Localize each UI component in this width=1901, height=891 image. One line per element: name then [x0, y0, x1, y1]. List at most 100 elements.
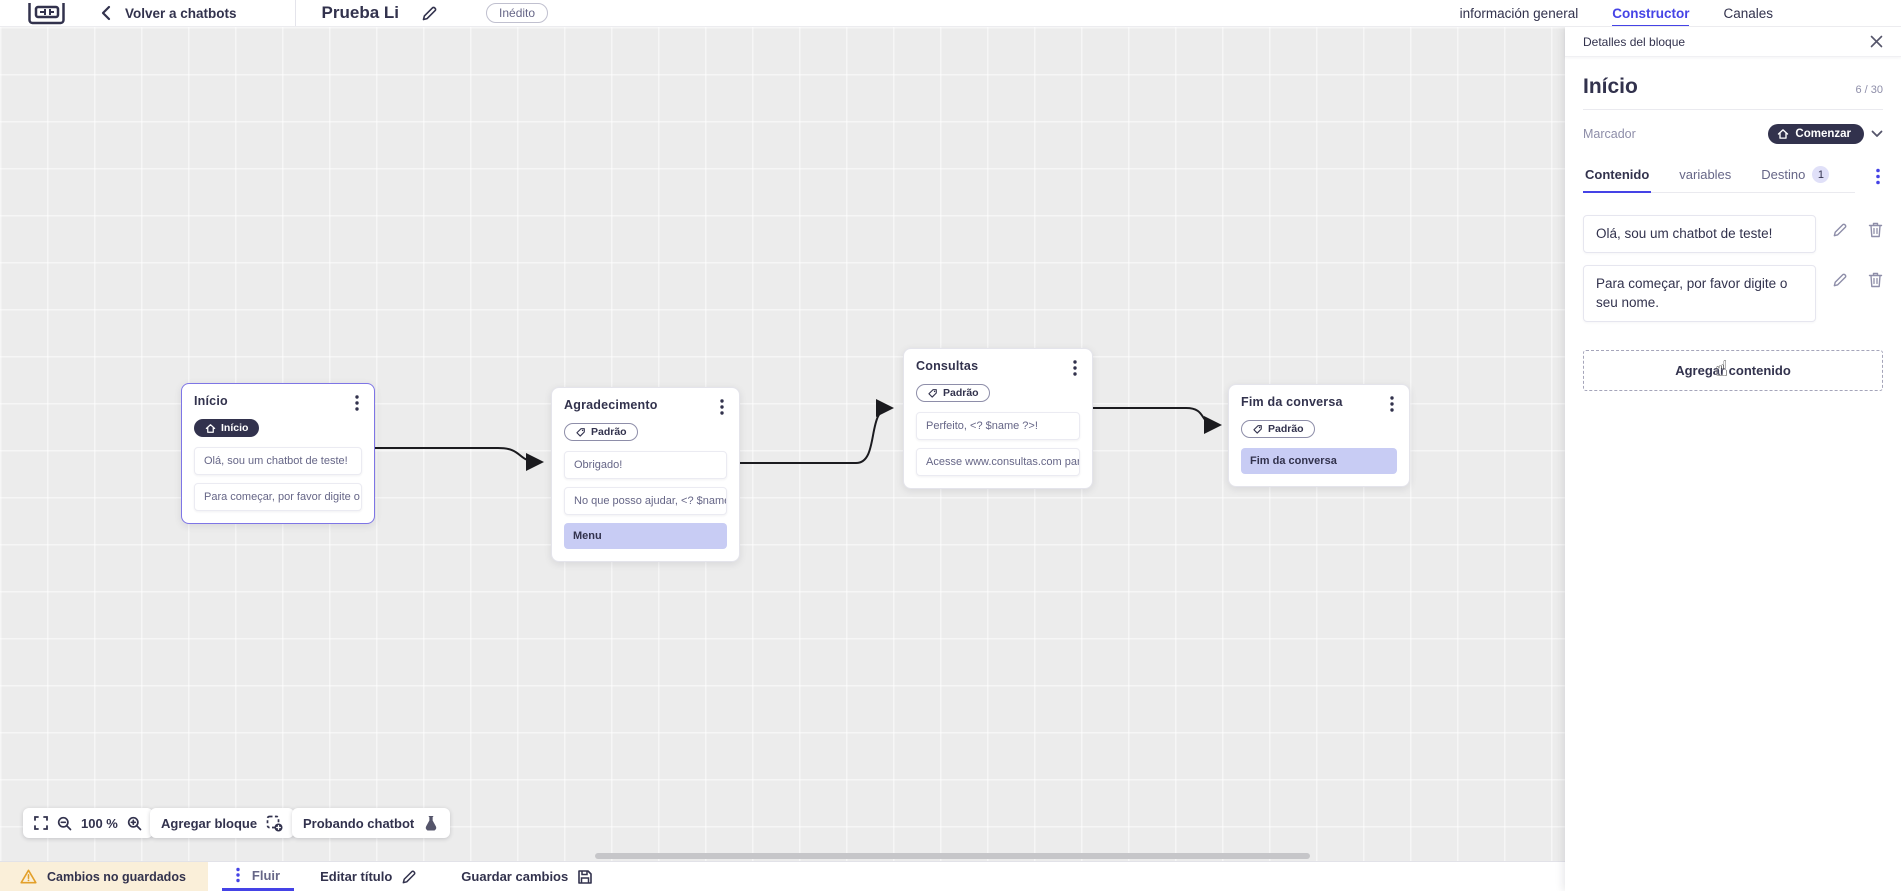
add-content-button[interactable]: Agregar contenido	[1583, 349, 1883, 391]
add-block-button[interactable]: Agregar bloque	[150, 808, 295, 838]
marker-pill: Comenzar	[1768, 124, 1864, 144]
block-action-end[interactable]: Fim da conversa	[1241, 447, 1397, 474]
badge-label: Padrão	[1268, 423, 1304, 435]
save-changes-label: Guardar cambios	[461, 869, 569, 884]
block-message[interactable]: Obrigado!	[564, 450, 727, 479]
chevron-down-icon	[1871, 130, 1883, 138]
save-floppy-icon	[577, 869, 593, 885]
block-marker-badge: Início	[194, 419, 260, 437]
app-logo-icon[interactable]	[28, 1, 68, 25]
test-chatbot-button[interactable]: Probando chatbot	[292, 808, 451, 838]
trash-icon[interactable]	[1868, 272, 1883, 288]
close-icon[interactable]	[1870, 35, 1883, 48]
tab-contenido[interactable]: Contenido	[1583, 160, 1652, 193]
zoom-out-icon[interactable]	[57, 816, 72, 831]
back-to-chatbots[interactable]: Volver a chatbots	[100, 5, 237, 21]
tab-fluir[interactable]: Fluir	[221, 862, 295, 891]
flow-block-consultas[interactable]: Consultas Padrão Perfeito, <? $name ?>! …	[903, 348, 1093, 490]
tab-variables[interactable]: variables	[1677, 160, 1733, 192]
tab-informacion-general[interactable]: información general	[1459, 6, 1579, 21]
content-actions	[1832, 265, 1883, 288]
tab-constructor[interactable]: Constructor	[1612, 0, 1690, 26]
block-title: Fim da conversa	[1241, 395, 1343, 409]
flow-block-fim-da-conversa[interactable]: Fim da conversa Padrão Fim da conversa	[1228, 384, 1410, 487]
save-changes-button[interactable]: Guardar cambios	[461, 862, 593, 891]
chevron-left-icon	[100, 5, 111, 21]
block-title: Consultas	[916, 359, 979, 373]
block-title: Agradecimento	[564, 398, 658, 412]
flow-tab-label: Fluir	[251, 867, 281, 883]
unsaved-label: Cambios no guardados	[47, 869, 186, 884]
badge-label: Padrão	[591, 426, 627, 438]
block-details-panel: Detalles del bloque Início 6 / 30 Marcad…	[1565, 27, 1901, 891]
flask-icon	[423, 815, 439, 831]
panel-tabs: Contenido variables Destino 1	[1583, 160, 1855, 193]
panel-title: Detalles del bloque	[1583, 34, 1686, 49]
zoom-toolbar: 100 %	[23, 808, 153, 838]
main-nav-tabs: información general Constructor Canales	[1459, 0, 1773, 26]
panel-body: Início 6 / 30 Marcador Comenzar	[1565, 57, 1901, 891]
test-chatbot-label: Probando chatbot	[303, 815, 415, 831]
block-marker-badge: Padrão	[916, 384, 990, 402]
pencil-icon	[401, 869, 417, 885]
marker-select[interactable]: Comenzar	[1768, 124, 1883, 144]
status-bar: Cambios no guardados Fluir Editar título…	[0, 861, 1565, 891]
edit-title-pencil-icon[interactable]	[421, 5, 438, 22]
panel-tabs-row: Contenido variables Destino 1	[1583, 160, 1883, 193]
content-item-row: Para começar, por favor digite o seu nom…	[1583, 264, 1883, 322]
flow-block-inicio[interactable]: Início Início Olá, sou um chatbot de tes…	[181, 383, 375, 525]
kebab-menu-icon[interactable]	[236, 867, 240, 883]
badge-label: Padrão	[943, 387, 979, 399]
content-text[interactable]: Para começar, por favor digite o seu nom…	[1583, 264, 1816, 322]
home-icon	[1777, 128, 1789, 140]
tab-label: variables	[1679, 167, 1732, 182]
flow-canvas[interactable]: Início Início Olá, sou um chatbot de tes…	[0, 27, 1565, 861]
block-message[interactable]: Para começar, por favor digite o ...	[194, 482, 362, 512]
status-badge: Inédito	[486, 3, 549, 23]
block-name-field[interactable]: Início 6 / 30	[1583, 61, 1883, 110]
marker-row: Marcador Comenzar	[1583, 124, 1883, 144]
block-menu-icon[interactable]	[352, 394, 362, 412]
block-menu-icon[interactable]	[1070, 359, 1080, 377]
badge-label: Início	[221, 422, 249, 434]
tab-label: Destino	[1761, 167, 1806, 182]
panel-tabs-menu-icon[interactable]	[1873, 168, 1883, 185]
trash-icon[interactable]	[1868, 222, 1883, 238]
tag-icon	[927, 388, 938, 399]
block-name: Início	[1583, 75, 1638, 98]
tab-label: Contenido	[1585, 166, 1650, 182]
canvas-horizontal-scrollbar[interactable]	[595, 853, 1310, 859]
name-char-counter: 6 / 30	[1855, 84, 1883, 96]
tab-canales[interactable]: Canales	[1723, 6, 1773, 21]
block-message[interactable]: Perfeito, <? $name ?>!	[916, 411, 1080, 440]
zoom-in-icon[interactable]	[127, 816, 142, 831]
block-marker-badge: Padrão	[564, 423, 638, 441]
flow-connectors	[375, 399, 1222, 471]
edit-title-button[interactable]: Editar título	[320, 862, 417, 891]
tab-destino[interactable]: Destino 1	[1759, 160, 1831, 192]
back-label: Volver a chatbots	[125, 5, 237, 21]
block-message[interactable]: No que posso ajudar, <? $name ...	[564, 486, 727, 516]
edit-pencil-icon[interactable]	[1832, 222, 1848, 238]
block-menu-icon[interactable]	[1387, 395, 1397, 413]
zoom-level: 100 %	[81, 815, 118, 831]
block-message[interactable]: Acesse www.consultas.com par...	[916, 447, 1080, 477]
content-text[interactable]: Olá, sou um chatbot de teste!	[1583, 215, 1816, 253]
block-menu-icon[interactable]	[717, 398, 727, 416]
home-icon	[205, 423, 216, 434]
destino-count-badge: 1	[1812, 166, 1830, 183]
block-message[interactable]: Olá, sou um chatbot de teste!	[194, 446, 362, 475]
canvas-column: Início Início Olá, sou um chatbot de tes…	[0, 27, 1565, 891]
unsaved-changes-chip: Cambios no guardados	[0, 862, 208, 891]
tag-icon	[575, 427, 586, 438]
block-action-menu[interactable]: Menu	[564, 523, 727, 550]
block-title: Início	[194, 394, 228, 408]
flow-block-agradecimento[interactable]: Agradecimento Padrão Obrigado! No que po…	[551, 387, 740, 563]
add-block-icon	[266, 815, 283, 832]
top-bar: Volver a chatbots Prueba Li Inédito info…	[0, 0, 1901, 27]
fullscreen-icon[interactable]	[34, 816, 48, 830]
content-item-row: Olá, sou um chatbot de teste!	[1583, 215, 1883, 253]
edit-pencil-icon[interactable]	[1832, 272, 1848, 288]
workspace: Início Início Olá, sou um chatbot de tes…	[0, 27, 1901, 891]
